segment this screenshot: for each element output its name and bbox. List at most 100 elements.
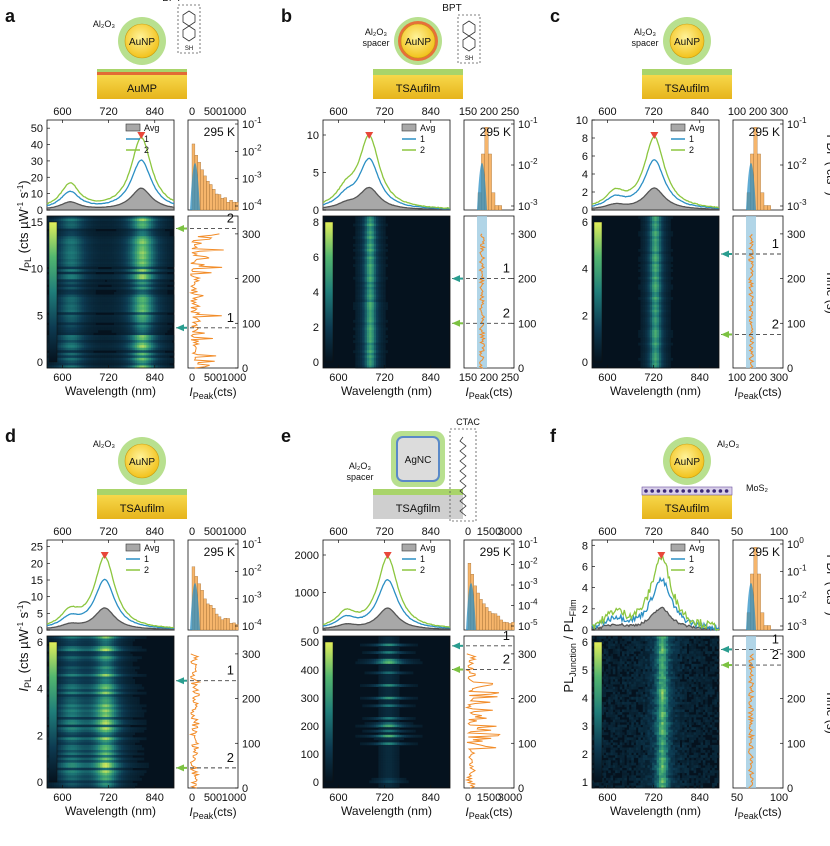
map-cell <box>65 231 69 235</box>
map-cell <box>127 243 131 247</box>
map-cell <box>645 337 648 341</box>
map-cell <box>153 302 156 305</box>
map-cell <box>123 266 126 270</box>
map-cell <box>357 248 361 252</box>
map-cell <box>162 243 166 247</box>
map-cell <box>640 246 644 250</box>
map-cell <box>111 266 115 270</box>
map-cell <box>95 335 99 338</box>
map-cell <box>652 233 655 237</box>
map-cell <box>63 251 66 255</box>
map-cell <box>371 302 375 305</box>
map-cell <box>83 304 87 308</box>
map-cell <box>127 223 131 227</box>
map-cell <box>357 266 361 270</box>
map-cell <box>93 289 96 293</box>
map-cell <box>366 231 370 235</box>
map-cell <box>125 319 129 323</box>
map-cell <box>642 352 646 356</box>
map-cell <box>139 269 142 273</box>
map-cell <box>661 221 664 224</box>
map-cell <box>645 248 648 252</box>
map-cell <box>134 350 138 354</box>
map-cell <box>100 254 103 257</box>
map-cell <box>139 281 142 285</box>
map-cell <box>107 360 110 364</box>
map-cell <box>81 332 85 336</box>
map-cell <box>93 352 96 356</box>
map-cell <box>169 302 172 305</box>
map-cell <box>658 317 662 321</box>
map-cell <box>649 337 653 341</box>
map-cell <box>72 324 76 328</box>
map-cell <box>100 236 103 240</box>
map-cell <box>134 254 138 257</box>
map-cell <box>155 297 159 300</box>
map-cell <box>120 309 124 313</box>
map-cell <box>366 274 370 278</box>
map-cell <box>118 292 122 295</box>
map-cell <box>86 312 89 316</box>
map-cell <box>95 337 99 341</box>
map-cell <box>139 236 142 240</box>
map-cell <box>376 269 379 273</box>
map-cell <box>60 261 64 265</box>
map-cell <box>155 332 159 336</box>
map-cell <box>139 302 142 305</box>
map-cell <box>137 304 140 308</box>
map-cell <box>95 233 99 237</box>
map-cell <box>127 357 131 361</box>
map-cell <box>125 309 129 313</box>
map-cell <box>355 362 358 366</box>
map-cell <box>357 226 361 229</box>
map-cell <box>132 345 136 349</box>
map-cell <box>661 294 664 298</box>
map-cell <box>369 284 372 288</box>
map-cell <box>162 284 166 288</box>
map-cell <box>65 365 69 369</box>
map-cell <box>668 216 671 219</box>
map-cell <box>123 261 126 265</box>
map-cell <box>383 297 386 300</box>
map-cell <box>640 264 644 267</box>
map-cell <box>640 322 644 326</box>
map-cell <box>88 294 92 298</box>
map-cell <box>118 340 122 343</box>
map-cell <box>72 312 76 316</box>
map-cell <box>100 233 103 237</box>
map-cell <box>125 264 129 267</box>
map-cell <box>383 216 386 219</box>
map-cell <box>63 281 66 285</box>
map-cell <box>134 362 138 366</box>
map-cell <box>72 365 76 369</box>
map-cell <box>107 256 110 260</box>
map-cell <box>60 327 64 331</box>
map-cell <box>132 332 136 336</box>
map-cell <box>130 332 133 336</box>
map-cell <box>132 322 136 326</box>
map-cell <box>130 324 133 328</box>
map-cell <box>120 248 124 252</box>
map-cell <box>118 297 122 300</box>
map-cell <box>77 269 80 273</box>
map-cell <box>113 322 117 326</box>
map-cell <box>123 362 126 366</box>
map-cell <box>125 274 129 278</box>
map-cell <box>160 238 163 242</box>
map-cell <box>79 350 82 354</box>
map-cell <box>146 256 149 260</box>
map-cell <box>665 284 669 288</box>
map-cell <box>123 314 126 318</box>
map-cell <box>137 221 140 224</box>
map-cell <box>130 340 133 343</box>
map-cell <box>645 289 648 293</box>
map-cell <box>116 327 119 331</box>
map-cell <box>123 335 126 338</box>
map-cell <box>654 243 657 247</box>
map-cell <box>148 241 152 245</box>
map-cell <box>645 322 648 326</box>
map-cell <box>167 274 170 278</box>
map-cell <box>130 264 133 267</box>
map-cell <box>47 342 50 346</box>
map-cell <box>647 231 651 235</box>
